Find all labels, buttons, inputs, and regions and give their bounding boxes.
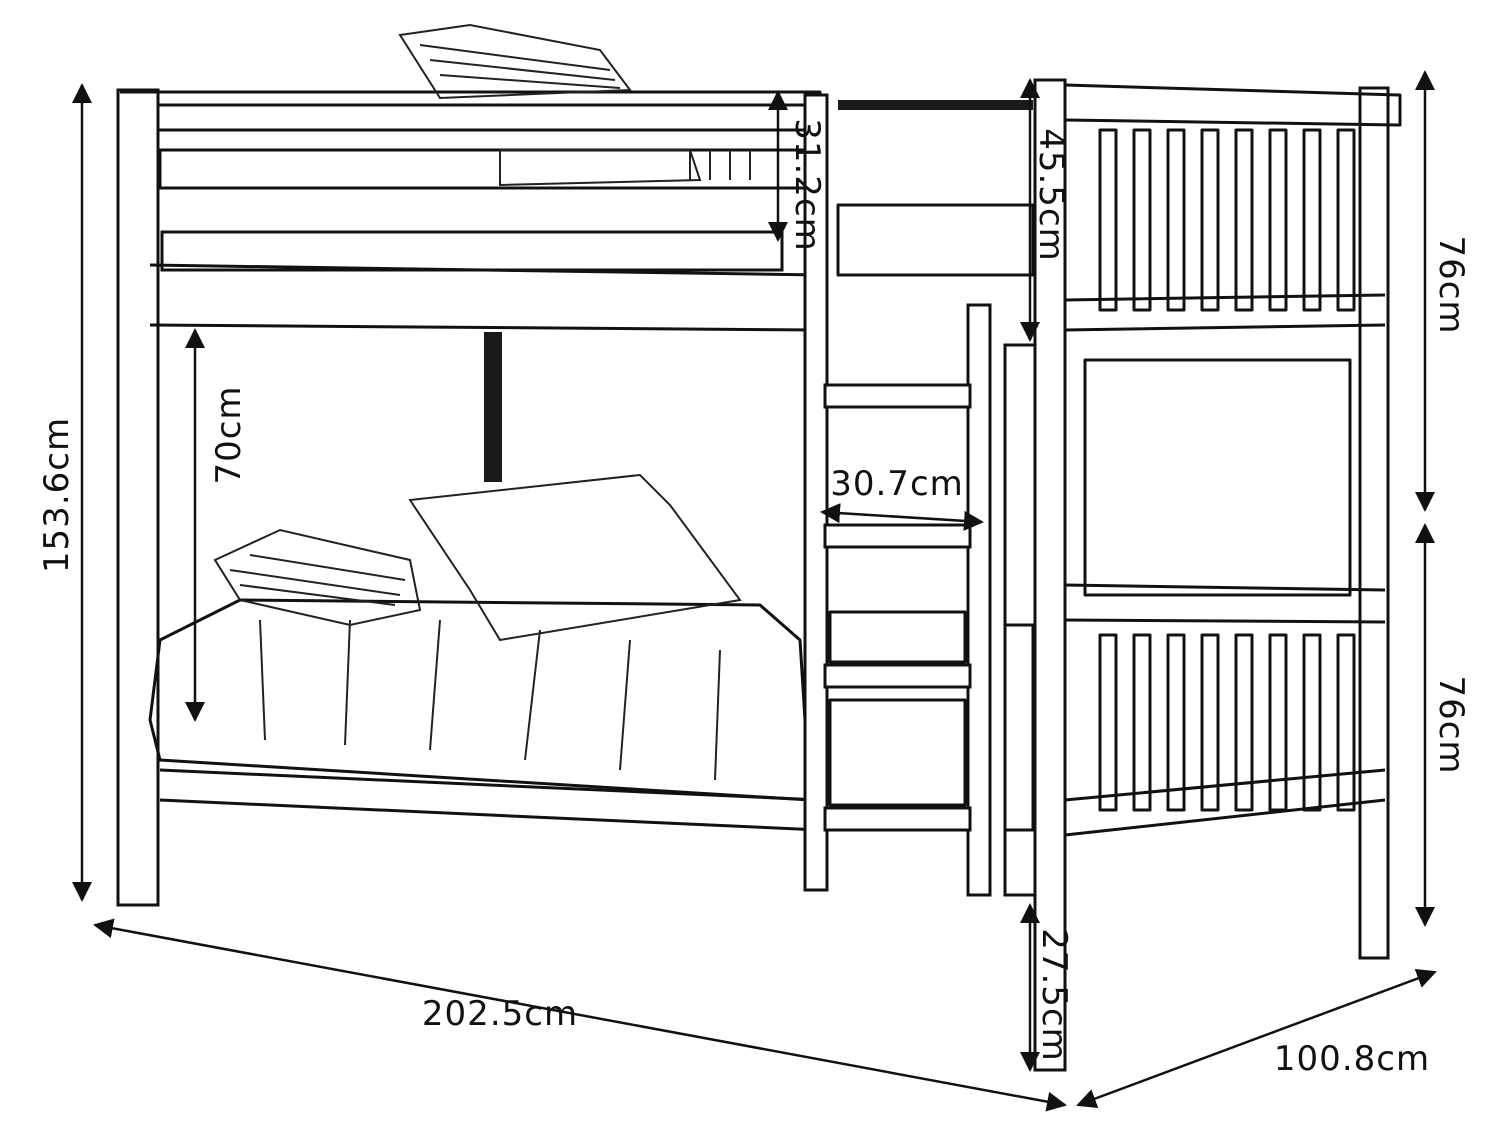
slat (1098, 128, 1118, 312)
slat (1336, 633, 1356, 812)
slat (1302, 633, 1322, 812)
lower-pillow-striped (213, 528, 422, 627)
slat (1268, 128, 1288, 312)
slat (1132, 633, 1152, 812)
width-arrow (1076, 968, 1437, 1109)
slat (1200, 128, 1220, 312)
ladder (803, 93, 992, 897)
ladder-width-arrow (820, 503, 984, 531)
lower-end-label: 76cm (1431, 675, 1471, 774)
slat (1200, 633, 1220, 812)
end-frame (836, 78, 1402, 1072)
bed-frame (116, 23, 1402, 1072)
width-label: 100.8cm (1274, 1039, 1430, 1079)
total-height-label: 153.6cm (37, 417, 77, 573)
left-front-post (116, 88, 160, 907)
lower-clearance-label: 70cm (209, 385, 249, 484)
upper-gap-label: 45.5cm (1031, 128, 1071, 262)
top-guard-label: 31.2cm (787, 118, 827, 252)
length-label: 202.5cm (422, 994, 578, 1034)
dimension-lines (72, 70, 1437, 1112)
lower-pillow (408, 473, 742, 642)
length-arrow (93, 918, 1067, 1112)
lower-mattress (148, 598, 812, 802)
slat (1132, 128, 1152, 312)
upper-pillow (398, 23, 632, 100)
slat (1302, 128, 1322, 312)
upper-end-label: 76cm (1431, 235, 1471, 334)
slat (1268, 633, 1288, 812)
slat (1234, 128, 1254, 312)
slat (1336, 128, 1356, 312)
floor-clearance-label: 27.5cm (1034, 928, 1074, 1062)
slat (1166, 128, 1186, 312)
slat (1166, 633, 1186, 812)
upper-mattress (160, 230, 784, 272)
dimension-labels: 153.6cm 70cm 31.2cm 45.5cm 76cm 76cm 30.… (37, 118, 1471, 1079)
ladder-width-label: 30.7cm (830, 464, 964, 504)
slat (1098, 633, 1118, 812)
slat (1234, 633, 1254, 812)
